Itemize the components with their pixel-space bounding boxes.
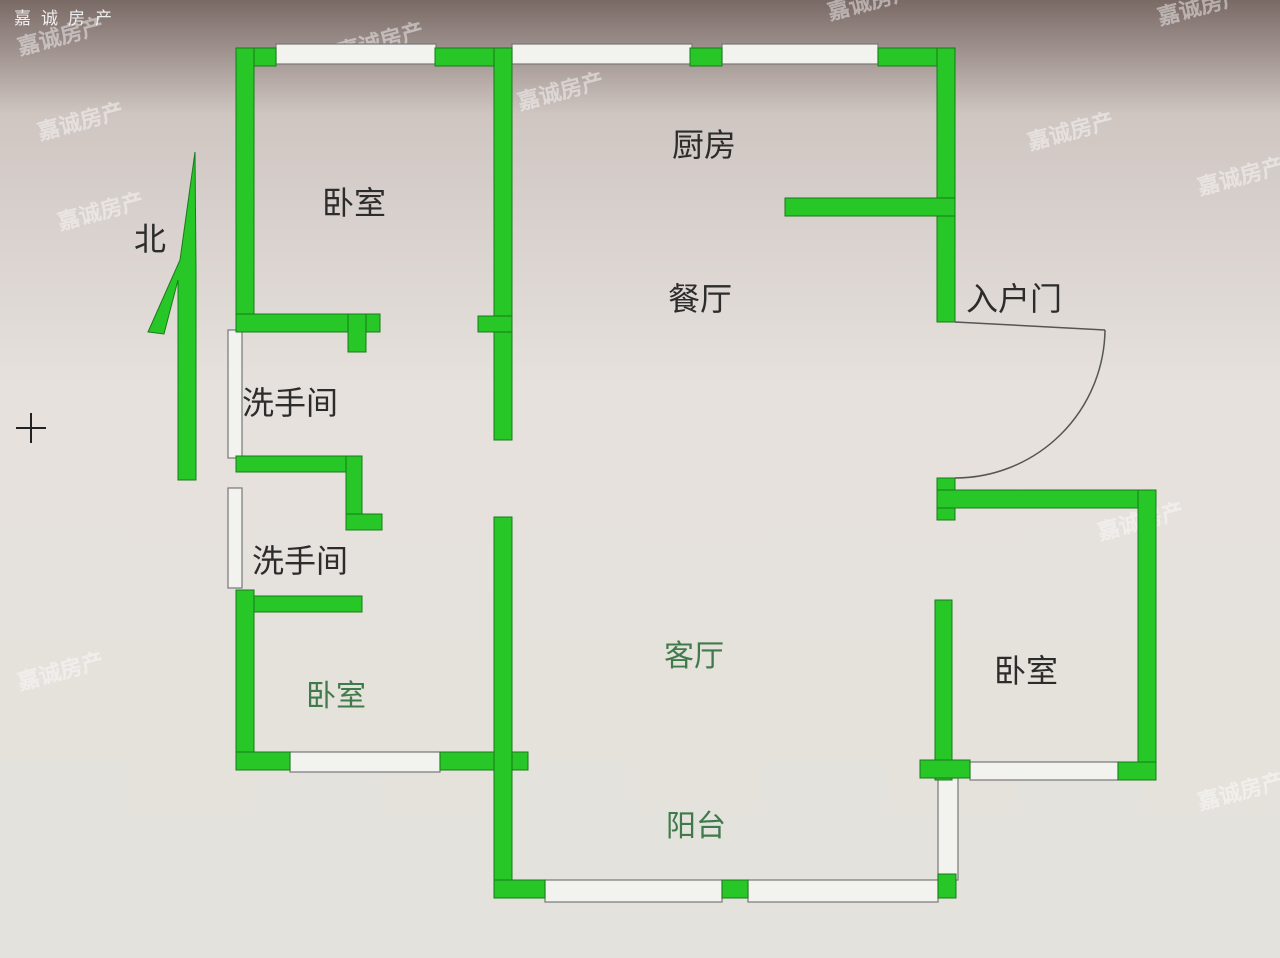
svg-text:嘉诚房产: 嘉诚房产 [1025,108,1117,156]
watermarks: 嘉诚房产 嘉诚房产 嘉诚房产 嘉诚房产 嘉诚房产 嘉诚房产 嘉诚房产 嘉诚房产 … [15,0,1280,816]
svg-text:嘉诚房产: 嘉诚房产 [515,68,607,116]
svg-text:嘉诚房产: 嘉诚房产 [1195,153,1280,201]
svg-text:嘉诚房产: 嘉诚房产 [35,98,127,146]
svg-text:嘉诚房产: 嘉诚房产 [55,188,147,236]
svg-text:嘉诚房产: 嘉诚房产 [1155,0,1247,31]
room-kitchen: 厨房 [672,126,736,164]
brand-logo: 嘉诚房产 [14,9,122,29]
room-bedroom-sw: 卧室 [306,679,366,714]
room-balcony: 阳台 [666,809,726,844]
svg-text:嘉诚房产: 嘉诚房产 [825,0,917,26]
room-bedroom-e: 卧室 [994,652,1058,690]
room-living: 客厅 [664,639,724,674]
walls [235,47,1157,899]
crosshair-icon [16,413,46,443]
north-arrow-icon [147,151,197,481]
entry-door [954,321,1106,479]
room-bathroom-1: 洗手间 [242,384,338,422]
svg-text:嘉诚房产: 嘉诚房产 [15,648,107,696]
room-bedroom-nw: 卧室 [322,184,386,222]
entry-door-label: 入户门 [966,280,1062,318]
svg-text:嘉诚房产: 嘉诚房产 [1195,768,1280,816]
room-dining: 餐厅 [668,280,732,318]
room-bathroom-2: 洗手间 [252,542,348,580]
compass-label: 北 [134,220,166,258]
